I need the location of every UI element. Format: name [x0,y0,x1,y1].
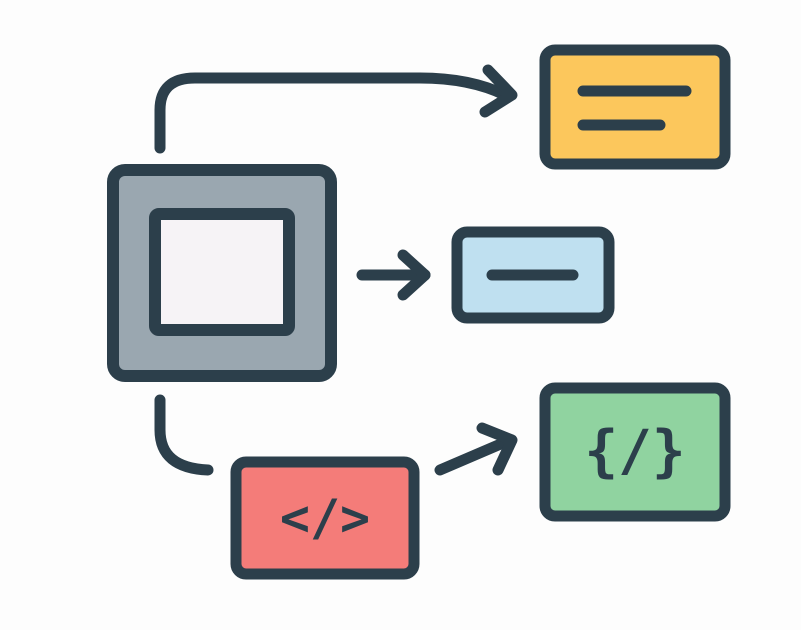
html-code-icon: </> [280,489,370,547]
html-code-block: </> [230,456,420,580]
source-block [107,164,337,382]
json-code-block: {/} [539,382,731,522]
arrowhead-document [479,64,518,118]
connector-to-document [154,72,511,154]
arrowhead-json [476,422,518,476]
document-block [539,44,731,170]
connector-to-html [154,394,214,476]
connector-to-json [434,434,516,476]
json-code-icon: {/} [584,419,685,484]
arrowhead-text [397,249,431,301]
text-line-block [451,226,615,324]
